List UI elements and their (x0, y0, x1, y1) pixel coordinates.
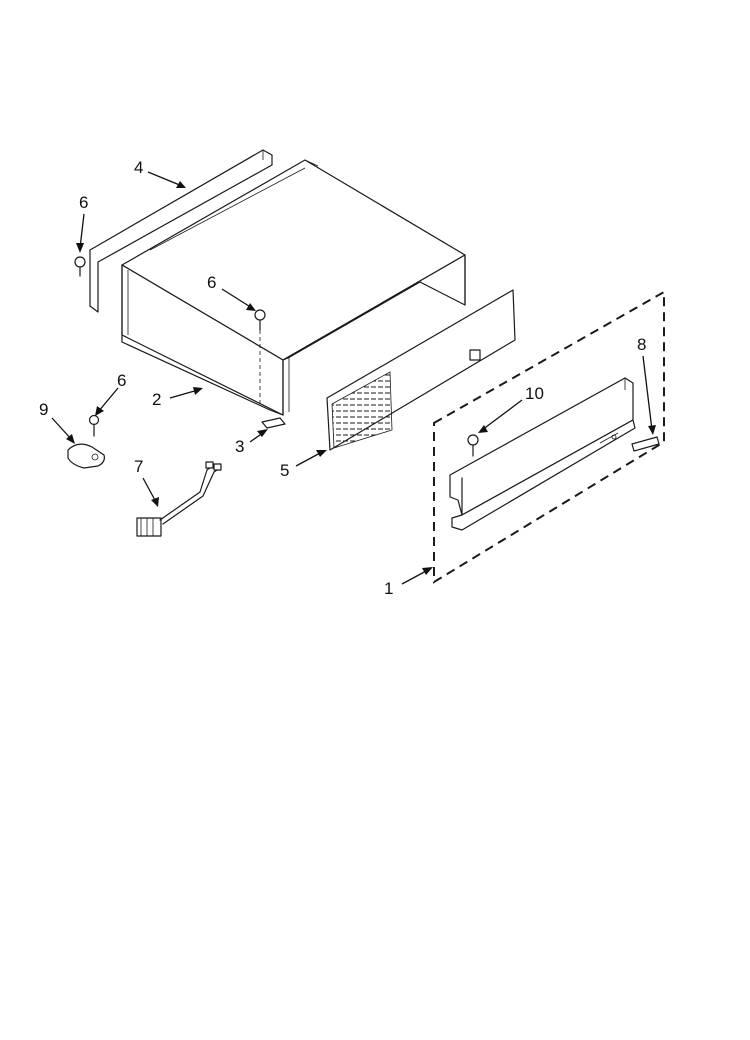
callout-9: 9 (39, 400, 48, 419)
callout-labels: 4 6 6 6 2 9 3 7 5 10 8 1 (39, 158, 646, 598)
callout-6-upper-left: 6 (79, 193, 88, 212)
callout-6-cabinet: 6 (207, 273, 216, 292)
callout-8: 8 (637, 335, 646, 354)
screw-on-cabinet (254, 309, 266, 405)
drawer-front-assembly (433, 290, 665, 584)
wire-harness-part (136, 461, 222, 537)
cabinet-box-part (121, 159, 466, 416)
callout-4: 4 (134, 158, 143, 177)
screw-upper-left (74, 256, 86, 277)
callout-7: 7 (134, 457, 143, 476)
callout-5: 5 (280, 461, 289, 480)
clamp-part (67, 414, 105, 469)
label-strip-part (631, 436, 660, 452)
callout-10: 10 (525, 384, 544, 403)
callout-2: 2 (152, 390, 161, 409)
screw-on-drawer (467, 434, 479, 457)
callout-6-clamp: 6 (117, 371, 126, 390)
back-panel-part (326, 289, 516, 451)
callout-3: 3 (235, 437, 244, 456)
callout-1: 1 (384, 579, 393, 598)
leader-lines (51, 171, 656, 585)
bracket-part (261, 417, 286, 429)
